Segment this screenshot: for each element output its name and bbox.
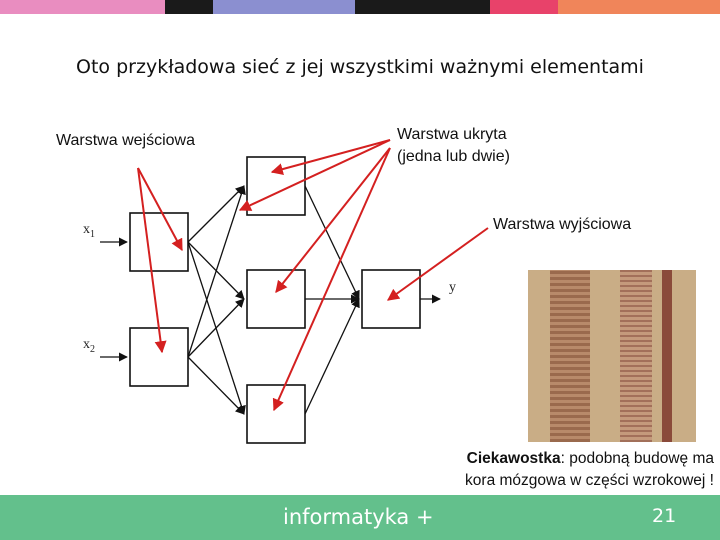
top-color-stripe (0, 0, 720, 14)
fun-fact-text1: : podobną budowę ma (560, 450, 714, 467)
output-var-y: y (449, 280, 456, 295)
network-connections (187, 185, 360, 415)
label-output-layer: Warstwa wyjściowa (493, 216, 632, 233)
connection-l0-1-0 (187, 185, 246, 358)
brain-cortex-photo (528, 270, 696, 442)
connection-l1-2-0 (304, 298, 360, 415)
hidden-node-2 (246, 269, 306, 329)
annotation-arrow-5 (275, 147, 391, 293)
cortex-band-3 (662, 270, 672, 442)
stripe-red (490, 0, 558, 14)
network-nodes (129, 156, 421, 444)
slide-title: Oto przykładowa sieć z jej wszystkimi wa… (76, 56, 644, 78)
stripe-black-2 (355, 0, 490, 14)
connection-l0-1-2 (187, 356, 245, 415)
input-node-1 (129, 212, 189, 272)
annotation-arrow-1 (137, 167, 183, 252)
label-input-layer: Warstwa wejściowa (56, 132, 195, 149)
neural-network-diagram: x1 x2 y (83, 139, 489, 444)
io-arrows (100, 237, 441, 362)
stripe-orange (558, 0, 720, 14)
stripe-black-1 (165, 0, 213, 14)
label-hidden-layer-line1: Warstwa ukryta (397, 126, 507, 143)
connection-l1-0-0 (304, 185, 360, 300)
input-var-x1: x1 (83, 222, 95, 240)
annotation-arrow-7 (387, 227, 489, 301)
footer-bar (0, 495, 720, 540)
stripe-pink (0, 0, 165, 14)
cortex-band-1 (550, 270, 590, 442)
label-hidden-layer: Warstwa ukryta (jedna lub dwie) (397, 124, 510, 168)
fun-fact: Ciekawostka: podobną budowę ma kora mózg… (414, 448, 714, 492)
annotation-arrow-6 (272, 147, 391, 412)
annotation-arrow-4 (238, 139, 391, 211)
page-number: 21 (652, 505, 677, 527)
stripe-blue (213, 0, 355, 14)
footer-title: informatyka + (283, 505, 434, 529)
fun-fact-line1: Ciekawostka: podobną budowę ma (414, 448, 714, 470)
input-var-x2: x2 (83, 337, 95, 355)
cortex-band-2 (620, 270, 652, 442)
annotation-arrows (137, 139, 489, 412)
annotation-arrow-3 (270, 139, 391, 175)
connection-l0-1-1 (187, 298, 245, 358)
annotation-arrow-2 (137, 167, 167, 354)
connection-l0-0-0 (187, 185, 245, 243)
fun-fact-lead: Ciekawostka (466, 450, 561, 467)
fun-fact-line2: kora mózgowa w części wzrokowej ! (465, 472, 714, 489)
hidden-node-3 (246, 384, 306, 444)
label-hidden-layer-line2: (jedna lub dwie) (397, 148, 510, 165)
